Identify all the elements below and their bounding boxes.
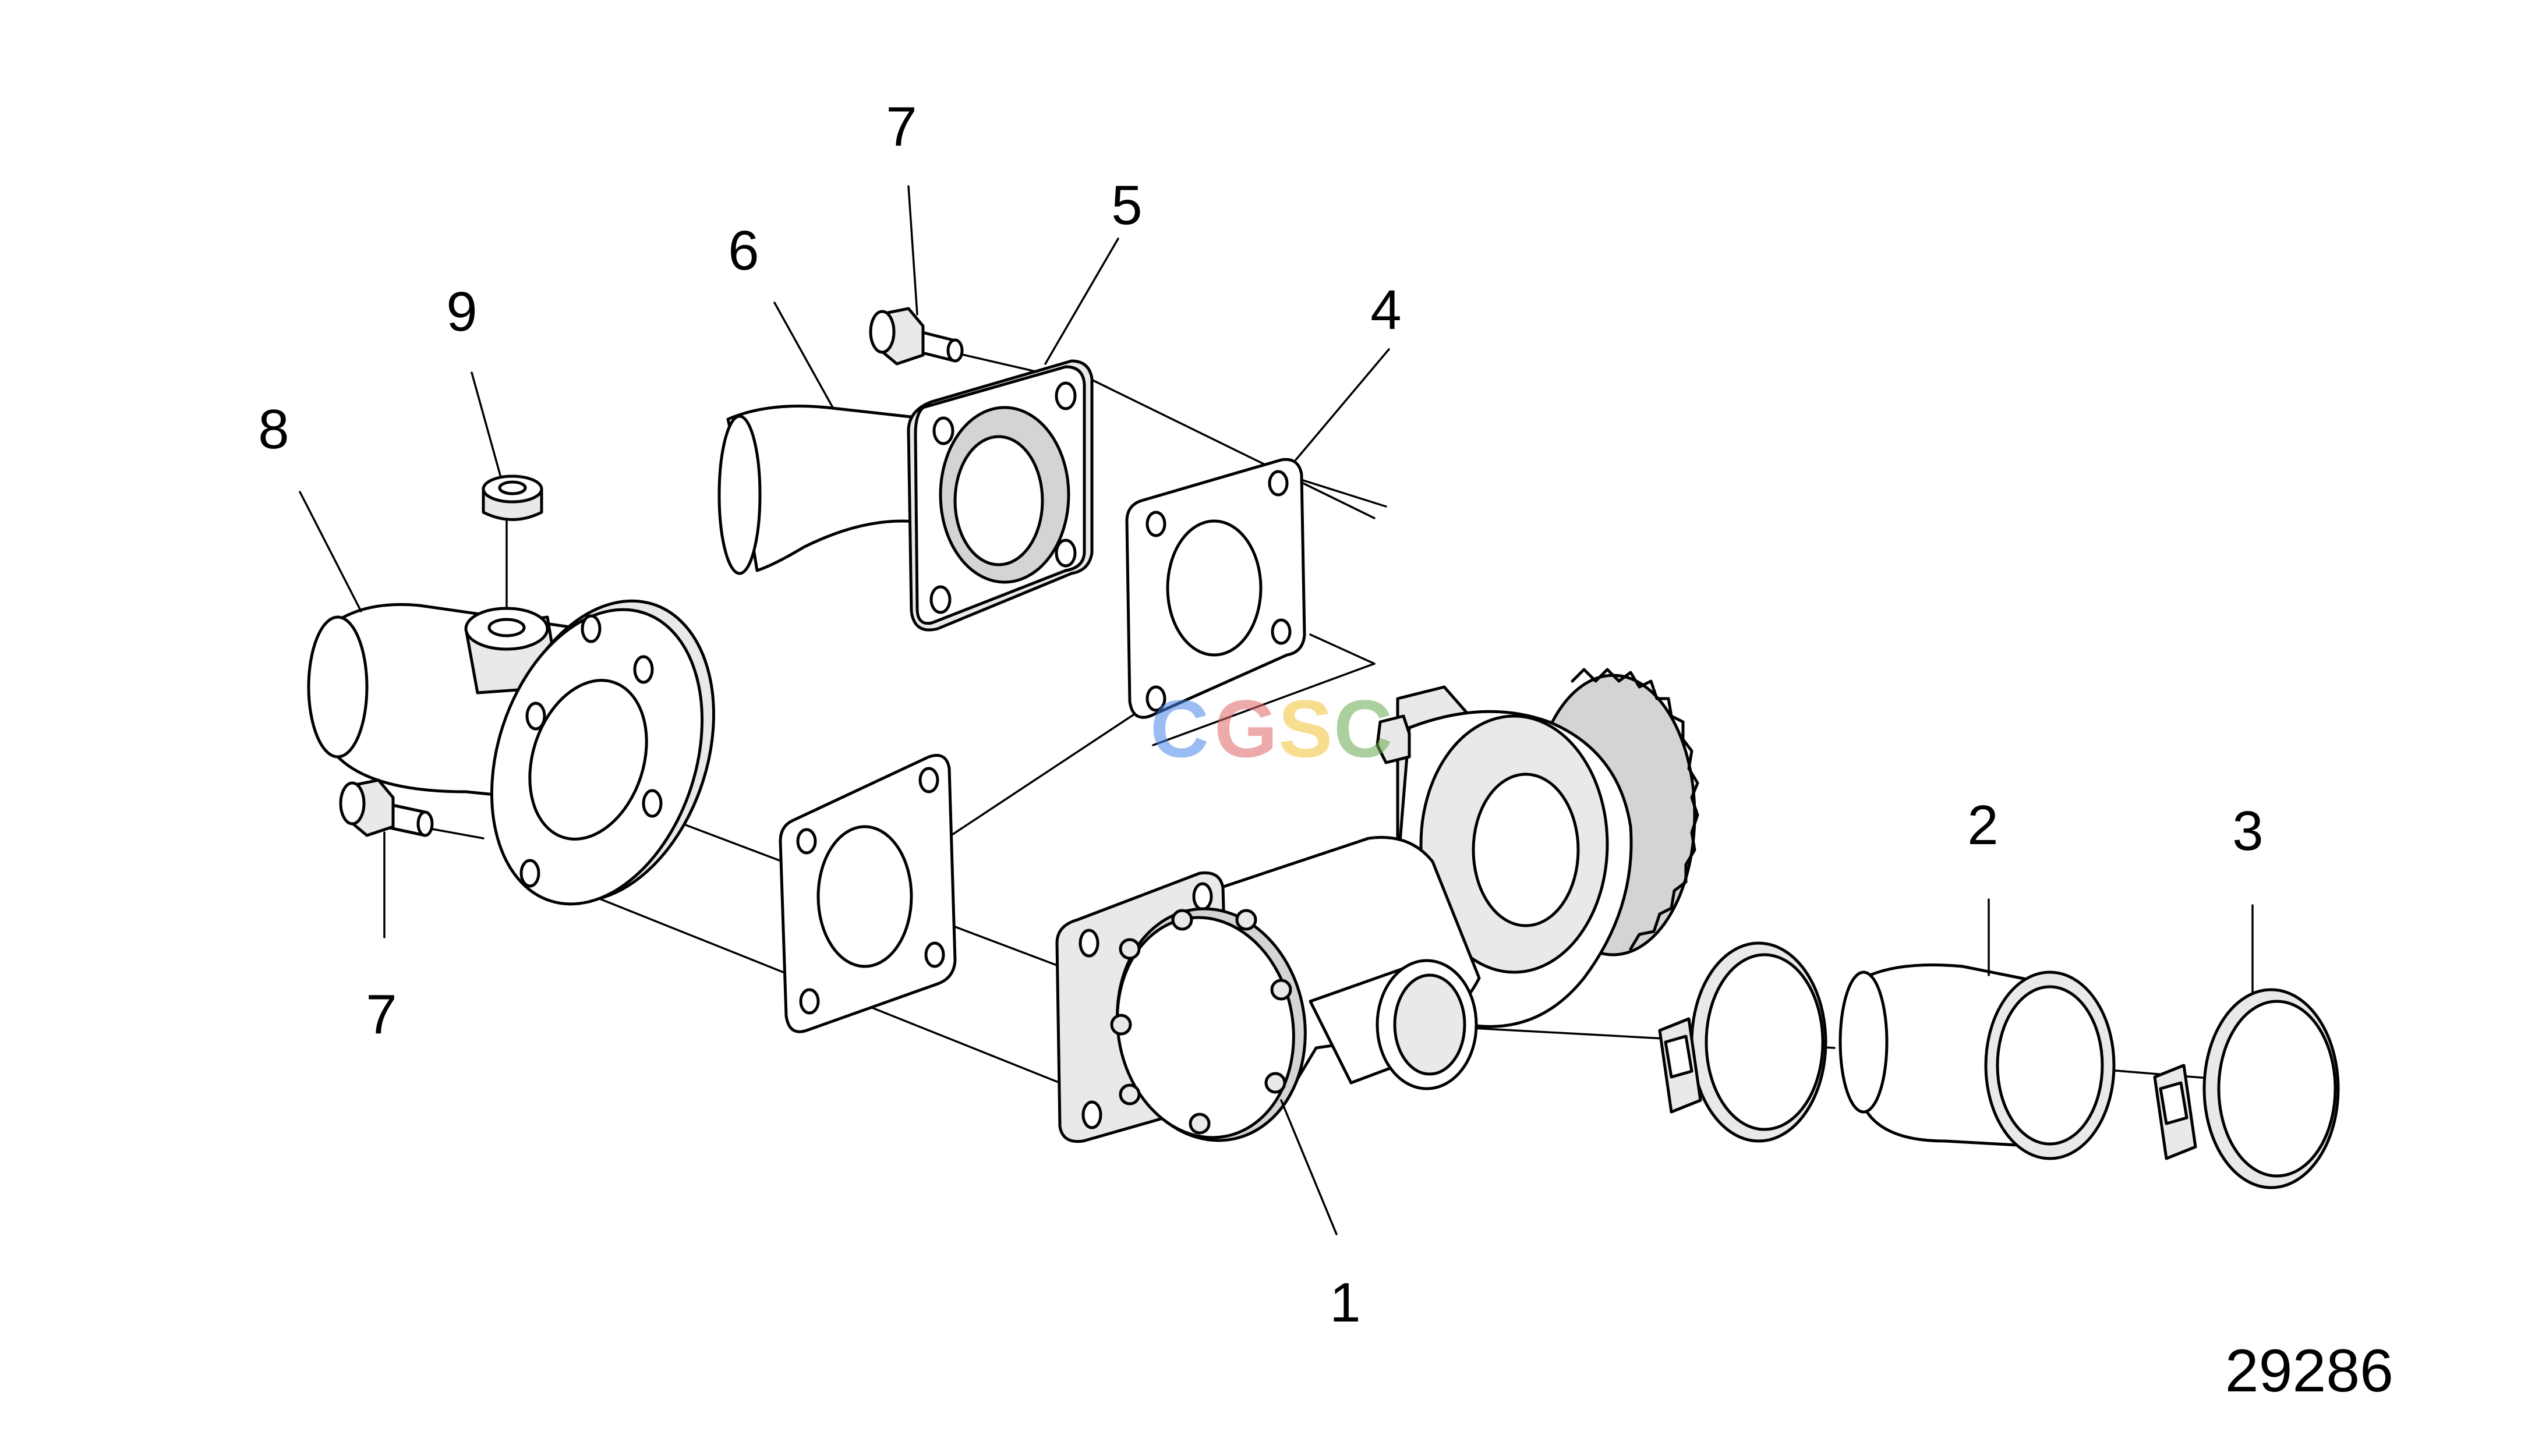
part-8-inlet-pipe [307,599,715,906]
watermark-letter-s: S [1278,683,1332,774]
part-9-plug [482,474,543,521]
part-7-bolt-upper [869,307,964,366]
hose-clamp-left [1658,941,1827,1143]
part-4-gasket-lower [779,754,957,1033]
callout-4: 4 [1370,279,1401,341]
part-6-elbow-pipe [717,405,957,575]
callout-3: 3 [2232,800,2263,862]
callout-7-upper: 7 [886,95,917,158]
part-2-hose [1838,963,2116,1160]
cgsc-watermark: C G S C [1150,683,1392,774]
figure-number: 29286 [2225,1337,2393,1405]
callout-1: 1 [1330,1271,1360,1334]
callout-6: 6 [728,219,759,282]
callout-leaders [299,185,2254,1235]
watermark-letter-g: G [1214,683,1278,774]
part-5-square-flange [907,359,1094,632]
part-1-pump-body [1055,668,1699,1143]
callout-5: 5 [1111,174,1142,236]
watermark-letter-c2: C [1334,683,1392,774]
watermark-letter-c1: C [1150,683,1209,774]
cover-screws [1110,909,1292,1135]
callout-9: 9 [446,281,477,343]
part-7-bolt-lower [339,778,434,837]
callout-2: 2 [1967,794,1998,856]
part-4-gasket [1125,458,1306,719]
part-3-hose-clamp [2153,988,2340,1189]
callout-8: 8 [258,398,289,460]
callout-7-lower: 7 [366,983,397,1046]
